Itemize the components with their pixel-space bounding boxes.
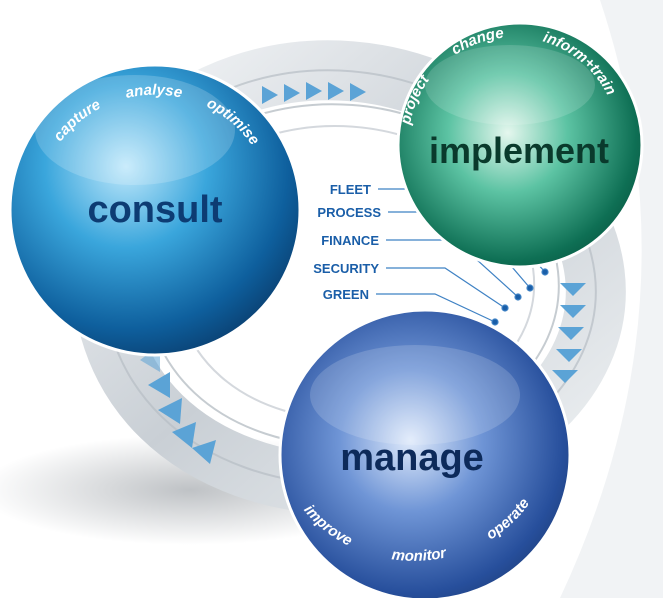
arrow-icon [560, 305, 586, 318]
arrow-icon [158, 398, 182, 424]
arrow-icon [172, 422, 196, 448]
arrows-top [262, 82, 366, 104]
arrow-icon [284, 84, 300, 102]
consult-circle: capture analyse optimise consult [8, 63, 302, 357]
arrows-right [552, 283, 586, 383]
manage-circle: manage improve monitor operate [278, 308, 572, 598]
arrow-icon [148, 372, 170, 398]
arrow-icon [560, 283, 586, 296]
arrow-icon [558, 327, 584, 340]
manage-arc-text: monitor [391, 544, 449, 565]
implement-circle: project change inform+train implement [396, 21, 644, 269]
arrow-icon [192, 440, 216, 464]
consult-arc-text: analyse [124, 82, 184, 102]
arrow-icon [350, 83, 366, 101]
implement-title: implement [429, 130, 609, 171]
arrow-icon [262, 86, 278, 104]
arrows-left [140, 345, 216, 464]
arrow-icon [328, 82, 344, 100]
consult-title: consult [87, 189, 222, 231]
arrow-icon [306, 82, 322, 100]
arrow-icon [556, 349, 582, 362]
manage-title: manage [340, 437, 484, 479]
category-label: PROCESS [317, 205, 381, 220]
arrow-icon [552, 370, 578, 383]
category-label: SECURITY [313, 261, 379, 276]
category-label: FLEET [330, 182, 371, 197]
category-label: FINANCE [321, 233, 379, 248]
category-label: GREEN [323, 287, 369, 302]
